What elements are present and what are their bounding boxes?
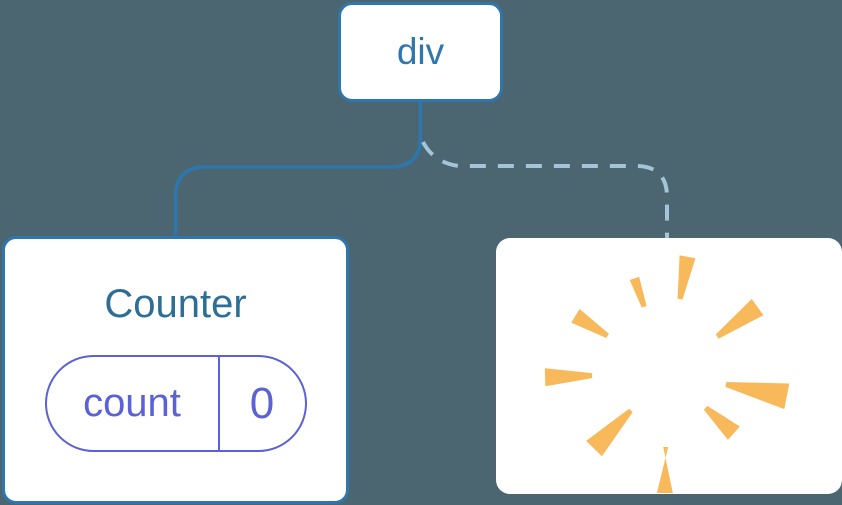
state-pill: count 0 [44, 355, 307, 452]
state-key-label: count [47, 357, 220, 450]
poof-rays [544, 255, 790, 494]
tree-node-removed-card [496, 238, 842, 494]
tree-node-div-label: div [396, 31, 445, 72]
counter-title: Counter [104, 282, 247, 326]
state-value: 0 [249, 378, 275, 428]
poof-icon [544, 255, 790, 494]
tree-node-counter-card: Counter count 0 [2, 236, 349, 504]
dashed-connector-line [421, 141, 669, 238]
tree-node-div: div [338, 2, 503, 102]
solid-connector-line [173, 101, 423, 237]
